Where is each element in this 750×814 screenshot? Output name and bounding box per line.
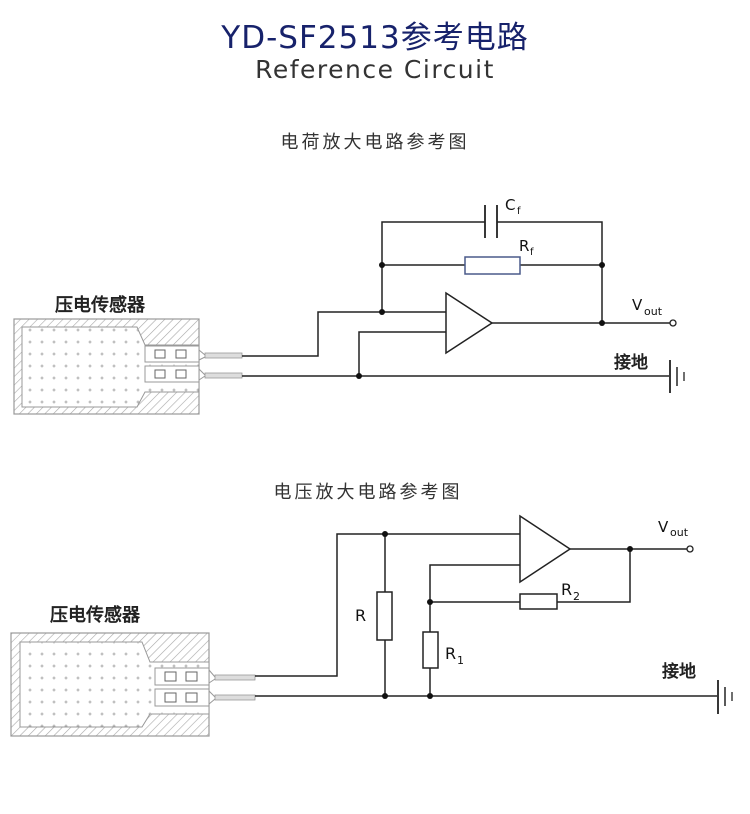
cf-label: C [505,196,515,214]
charge-wires [242,221,670,377]
page-subtitle: Reference Circuit [255,55,495,84]
voltage-amp-title: 电压放大电路参考图 [273,482,463,503]
r2-label: R [561,580,572,599]
charge-amp-title: 电荷放大电路参考图 [280,132,470,153]
voltage-vout-subscript: out [670,526,689,539]
resistor-r: R [355,591,393,641]
charge-ground-symbol [669,360,685,393]
r-label: R [355,606,366,625]
capacitor-cf: C f [484,196,521,238]
voltage-ground-label: 接地 [662,661,696,682]
charge-junctions [356,262,605,379]
voltage-junctions [382,531,633,699]
voltage-wires [255,533,717,697]
voltage-vout-label: V [658,518,669,536]
charge-opamp [445,291,494,355]
voltage-opamp [519,514,572,584]
cf-subscript: f [517,206,521,217]
rf-label: R [519,237,529,255]
resistor-r2: R 2 [519,580,580,610]
rf-subscript: f [530,247,534,258]
r2-subscript: 2 [573,590,580,603]
charge-vout-subscript: out [644,305,663,318]
r1-label: R [445,644,456,663]
charge-amp-diagram: 压电传感器 [13,196,685,415]
voltage-amp-diagram: 压电传感器 [10,514,733,737]
voltage-ground-symbol [717,680,733,714]
page-title: YD-SF2513参考电路 [221,20,529,56]
charge-piezo-sensor [13,318,243,415]
charge-vout-terminal [669,319,677,327]
charge-sensor-label: 压电传感器 [55,294,146,316]
resistor-rf: R f [464,237,534,275]
voltage-vout-terminal [686,545,694,553]
r1-subscript: 1 [457,654,464,667]
voltage-sensor-label: 压电传感器 [50,604,141,626]
charge-vout-label: V [632,296,643,314]
resistor-r1: R 1 [422,631,464,669]
voltage-piezo-sensor [10,632,256,737]
charge-ground-label: 接地 [614,352,648,373]
